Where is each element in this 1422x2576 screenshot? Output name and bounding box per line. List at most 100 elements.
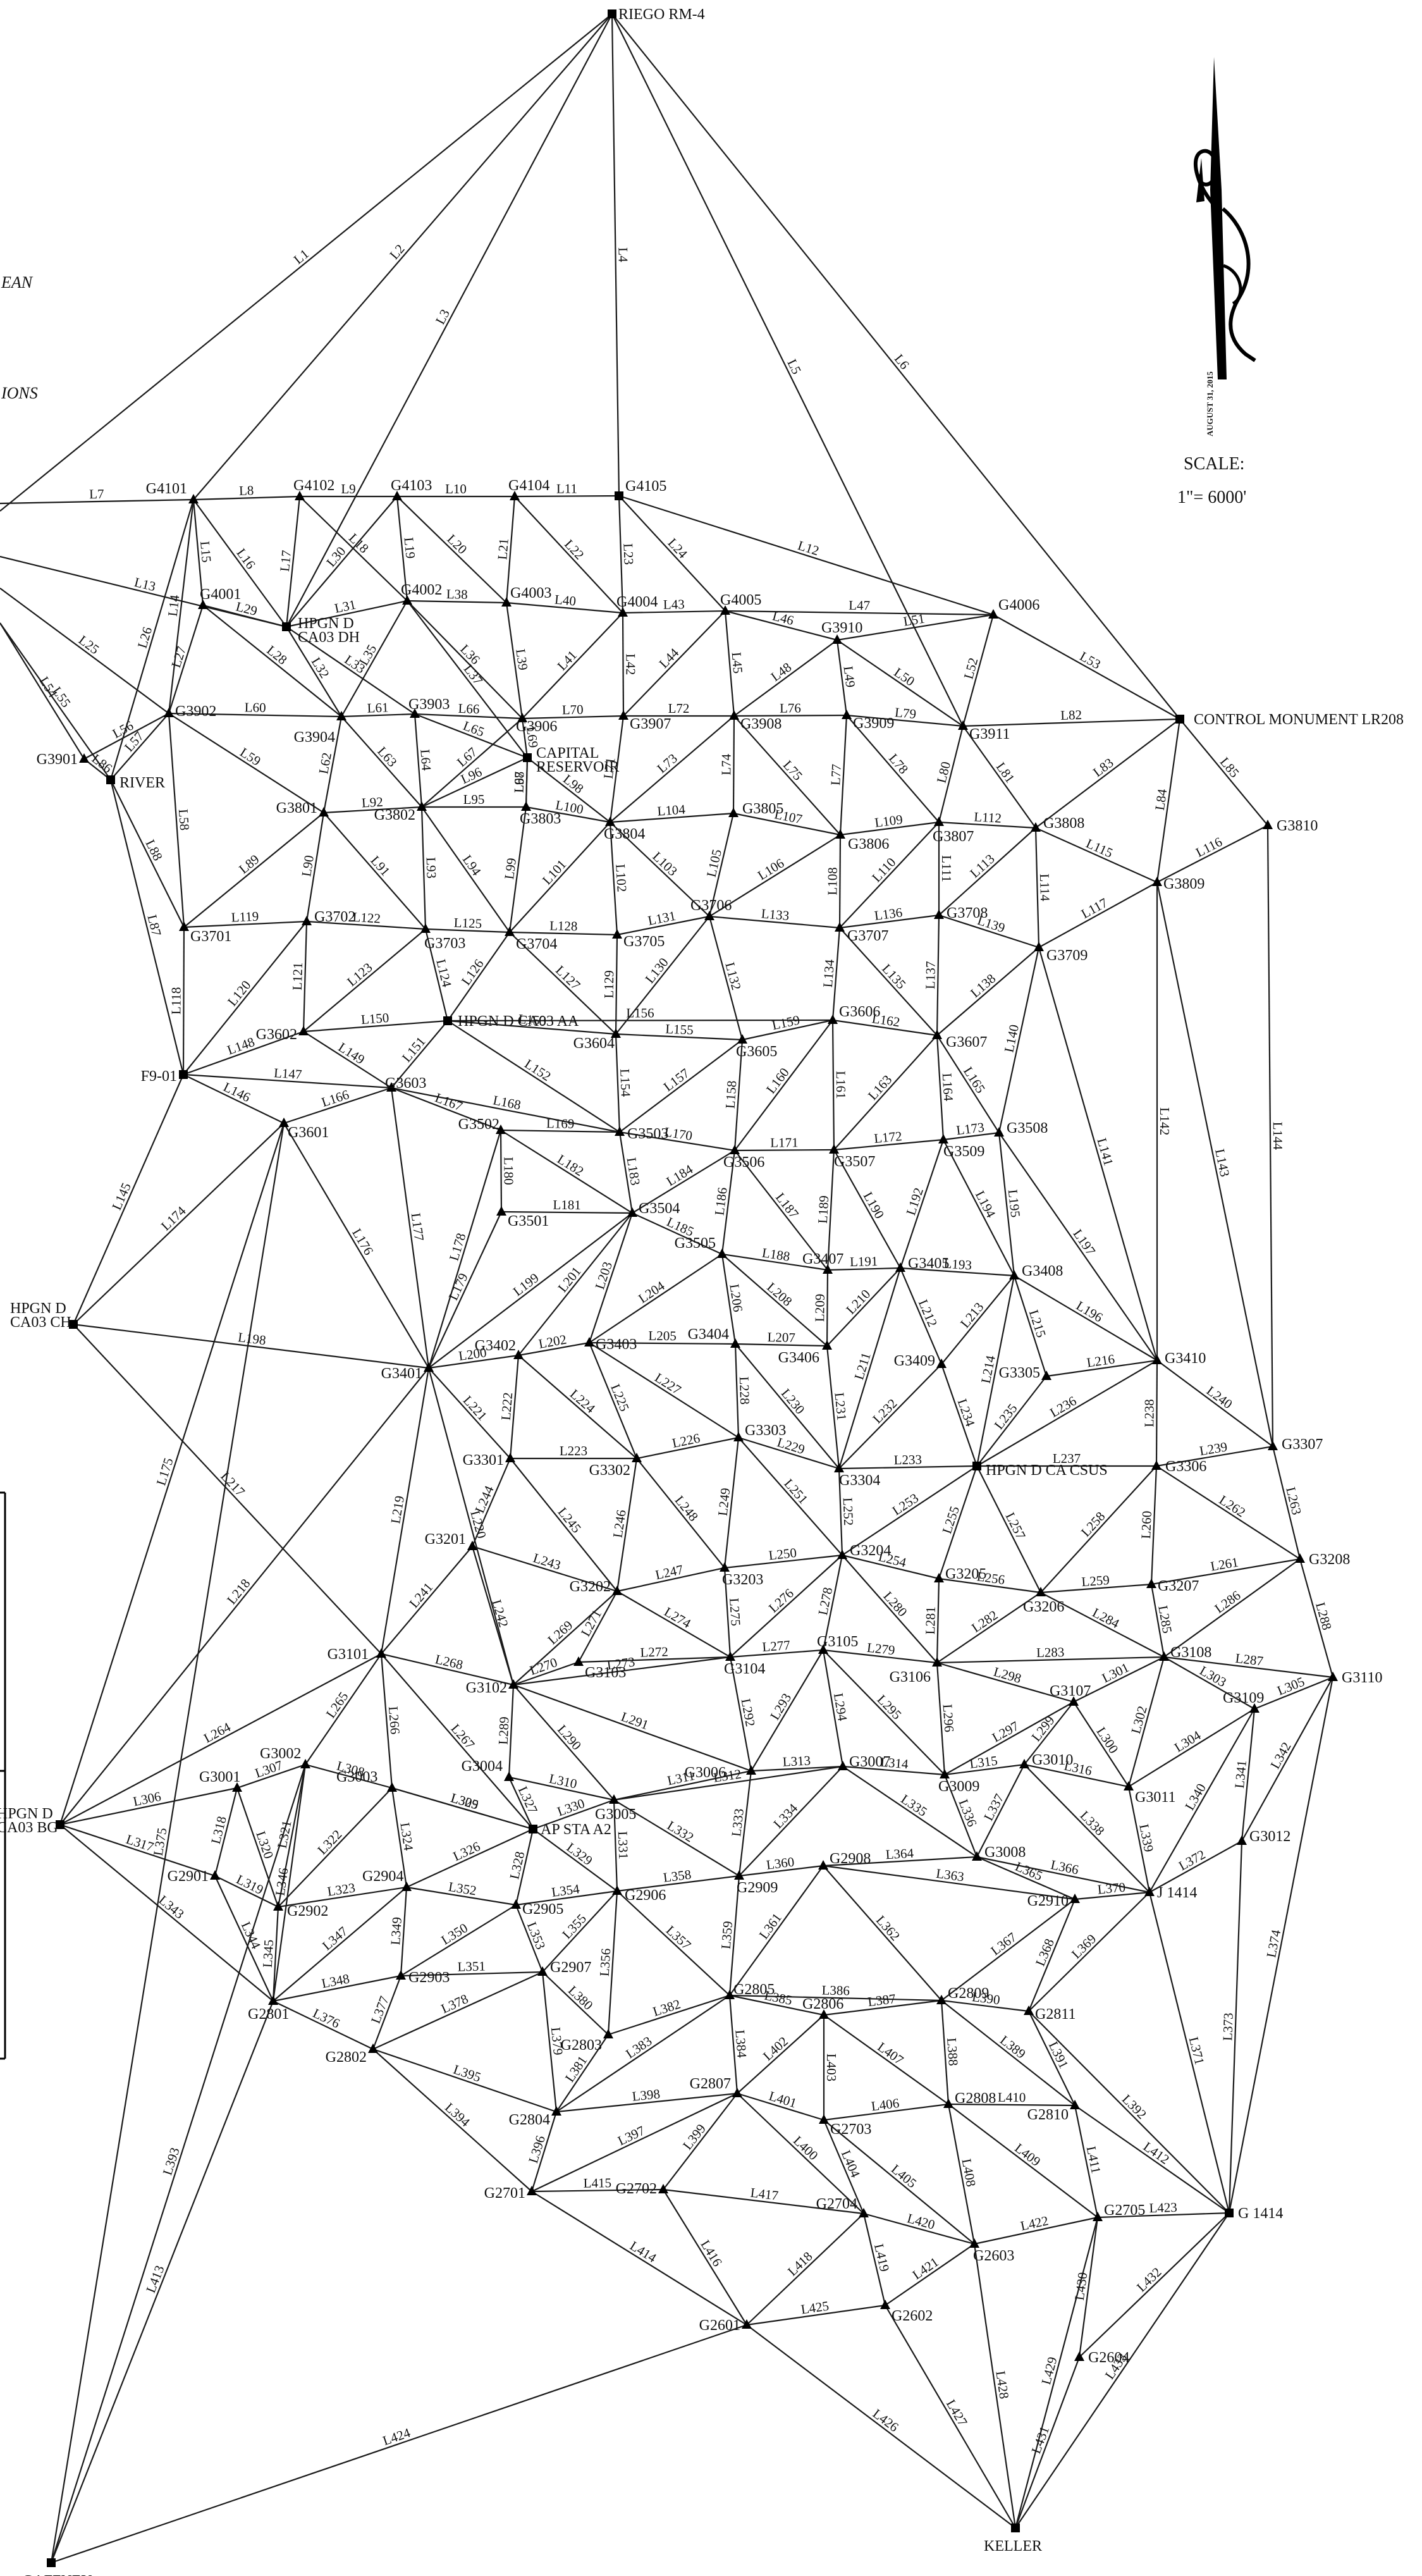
station-marker-control-monument-lr208 [1175, 715, 1184, 724]
legend-fragment-1: EAN [1, 273, 34, 292]
station-label-g3206: G3206 [1023, 1599, 1064, 1615]
line-label-l49: L49 [840, 665, 858, 689]
line-label-l313: L313 [782, 1753, 811, 1769]
line-label-l250: L250 [768, 1545, 797, 1563]
station-label-g3709: G3709 [1046, 947, 1088, 964]
line-label-l154: L154 [617, 1068, 634, 1097]
line-label-l133: L133 [761, 906, 790, 923]
station-label-g3106: G3106 [890, 1669, 931, 1685]
line-label-l161: L161 [833, 1071, 849, 1099]
line-label-l180: L180 [501, 1157, 516, 1185]
station-label-part: CA03 DH [298, 629, 360, 646]
line-label-l17: L17 [277, 550, 294, 572]
station-marker-hpgn-d-ca03-dh [282, 622, 291, 631]
station-label-g3001: G3001 [199, 1769, 240, 1785]
station-label-g3207: G3207 [1158, 1578, 1199, 1594]
station-label-g2904: G2904 [362, 1868, 403, 1885]
station-label-g3105: G3105 [817, 1634, 858, 1650]
line-label-l125: L125 [453, 915, 482, 932]
line-label-l364: L364 [885, 1846, 914, 1863]
station-marker-river [106, 775, 115, 784]
line-label-l191: L191 [850, 1254, 878, 1269]
station-label-g3009: G3009 [938, 1778, 979, 1795]
line-label-l7: L7 [89, 486, 104, 502]
station-label-g3807: G3807 [933, 829, 974, 845]
line-label-l79: L79 [894, 705, 917, 722]
station-label-g3103: G3103 [585, 1665, 626, 1681]
station-label-g2705: G2705 [1104, 2202, 1145, 2219]
station-label-g2802: G2802 [326, 2049, 367, 2066]
line-label-l189: L189 [815, 1195, 831, 1224]
station-marker-riego-rm-4 [608, 9, 616, 18]
station-label-g3102: G3102 [466, 1680, 507, 1696]
station-label-g3705: G3705 [623, 934, 665, 950]
north-arrow-date: AUGUST 31, 2015 [1205, 371, 1215, 436]
station-label-g3502: G3502 [458, 1116, 500, 1133]
line-label-l331: L331 [615, 1831, 632, 1859]
station-marker-hpgn-d-ca03-aa [443, 1016, 452, 1025]
line-label-l231: L231 [831, 1392, 849, 1421]
station-label-g3810: G3810 [1277, 818, 1318, 834]
station-label-g3906: G3906 [516, 718, 557, 735]
line-label-l39: L39 [513, 648, 530, 671]
line-label-l95: L95 [463, 792, 485, 807]
station-label-g3707: G3707 [847, 928, 888, 944]
line-label-l171: L171 [770, 1135, 798, 1150]
station-label-g3803: G3803 [520, 811, 561, 827]
line-label-l283: L283 [1036, 1644, 1065, 1660]
line-label-l38: L38 [446, 586, 468, 602]
station-label-g3204: G3204 [850, 1543, 891, 1559]
station-label-g3303: G3303 [745, 1422, 786, 1439]
station-label-g3605: G3605 [736, 1044, 777, 1060]
station-label-g-1414: G 1414 [1238, 2205, 1283, 2222]
station-label-g3809: G3809 [1163, 876, 1204, 892]
line-label-l259: L259 [1081, 1572, 1110, 1589]
line-label-l45: L45 [729, 651, 746, 674]
station-label-g2811: G2811 [1035, 2006, 1076, 2023]
station-label-g2807: G2807 [690, 2076, 731, 2092]
line-label-l423: L423 [1149, 2200, 1177, 2215]
station-label-g3402: G3402 [475, 1338, 516, 1354]
station-label-g3305: G3305 [999, 1365, 1040, 1381]
station-label-g3701: G3701 [190, 928, 231, 945]
station-label-hpgn-d-ca-csus: HPGN D CA CSUS [986, 1462, 1108, 1479]
station-label-g3911: G3911 [969, 726, 1010, 743]
station-label-g3908: G3908 [740, 716, 781, 732]
line-label-l121: L121 [290, 962, 305, 990]
station-label-g3403: G3403 [596, 1336, 637, 1353]
station-label-g3802: G3802 [374, 807, 415, 823]
station-label-ap-sta-a2: AP STA A2 [541, 1821, 611, 1838]
line-label-l415: L415 [584, 2175, 612, 2191]
line-label-l222: L222 [498, 1391, 515, 1420]
line-label-l72: L72 [668, 701, 690, 716]
line-label-l111: L111 [939, 855, 954, 882]
station-label-g2603: G2603 [973, 2248, 1014, 2264]
line-label-l108: L108 [824, 867, 840, 895]
line-label-l345: L345 [260, 1939, 276, 1968]
station-label-part: CA03 CH [10, 1314, 71, 1331]
line-label-l341: L341 [1232, 1759, 1249, 1789]
station-label-g4103: G4103 [391, 478, 432, 494]
station-label-g3008: G3008 [984, 1844, 1026, 1861]
station-label-g3101: G3101 [328, 1646, 369, 1663]
line-label-l118: L118 [168, 987, 183, 1015]
station-label-g3506: G3506 [723, 1154, 764, 1171]
line-label-l64: L64 [417, 749, 434, 772]
line-label-l129: L129 [601, 970, 617, 999]
line-label-l47: L47 [849, 598, 870, 613]
station-label-g3706: G3706 [690, 897, 732, 914]
station-label-g3708: G3708 [947, 905, 988, 921]
station-marker-g4105 [615, 491, 623, 500]
station-label-g3302: G3302 [589, 1462, 630, 1479]
station-label-g3205: G3205 [945, 1566, 986, 1582]
station-label-g3208: G3208 [1309, 1551, 1350, 1568]
station-label-g4101: G4101 [146, 481, 187, 497]
station-label-g2809: G2809 [948, 1985, 989, 2002]
line-label-l134: L134 [820, 959, 837, 989]
station-label-hpgn-d-ca03-dh: HPGN DCA03 DH [298, 615, 360, 646]
line-label-l74: L74 [718, 753, 733, 775]
line-label-l4: L4 [615, 247, 630, 262]
station-label-g2810: G2810 [1027, 2107, 1069, 2123]
station-label-g3304: G3304 [839, 1472, 880, 1489]
